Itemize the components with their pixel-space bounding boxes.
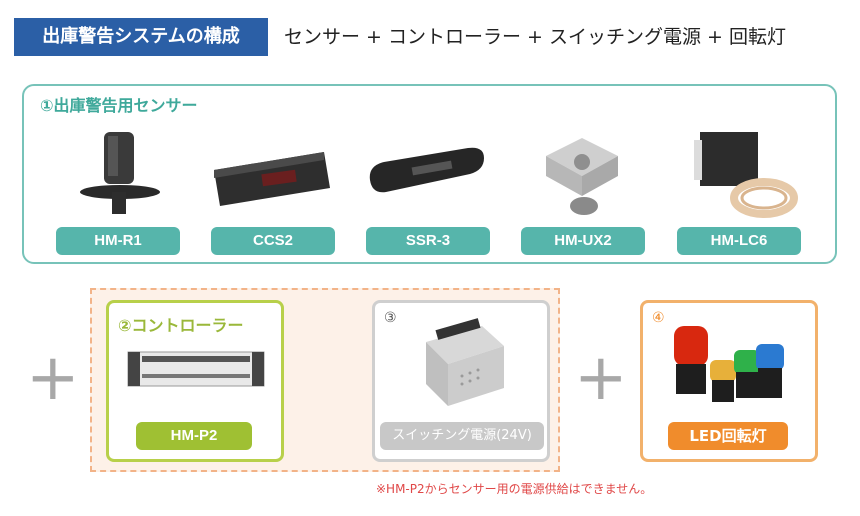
sensor-label-hm-ux2: HM-UX2 [521, 227, 645, 255]
power-supply-note: ※HM-P2からセンサー用の電源供給はできません。 [376, 482, 653, 496]
sensor-panel [22, 84, 837, 264]
sensor-ssr3-image [369, 147, 484, 193]
rotating-light-label: LED回転灯 [668, 422, 788, 450]
rotating-light-number: ④ [652, 310, 665, 326]
sensor-ccs2-image [214, 152, 330, 206]
sensor-hm-lc6-image [694, 132, 798, 218]
sensor-label-hm-lc6: HM-LC6 [677, 227, 801, 255]
led-rotating-light-image [674, 326, 784, 402]
power-supply-number: ③ [384, 310, 397, 326]
section-title-tag: 出庫警告システムの構成 [14, 18, 268, 56]
configuration-formula: センサー + コントローラー + スイッチング電源 + 回転灯 [284, 26, 786, 48]
plus-icon: + [26, 341, 80, 415]
power-supply-image [426, 318, 504, 406]
sensor-hm-r1-image [80, 132, 160, 214]
sensor-label-hm-r1: HM-R1 [56, 227, 180, 255]
controller-label: HM-P2 [136, 422, 252, 450]
plus-icon: + [574, 341, 628, 415]
sensor-label-ccs2: CCS2 [211, 227, 335, 255]
sensor-hm-ux2-image [546, 138, 618, 215]
sensor-panel-title: ①出庫警告用センサー [40, 96, 198, 115]
controller-hm-p2-image [127, 351, 265, 387]
sensor-label-ssr3: SSR-3 [366, 227, 490, 255]
power-supply-label: スイッチング電源(24V) [380, 422, 544, 450]
controller-title: ②コントローラー [118, 316, 244, 335]
